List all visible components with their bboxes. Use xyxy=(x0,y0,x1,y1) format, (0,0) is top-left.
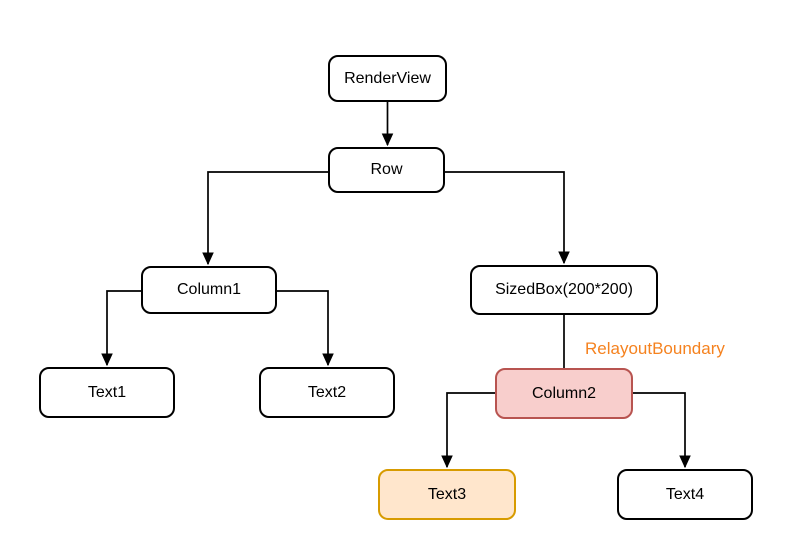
node-column2-label: Column2 xyxy=(531,384,597,402)
node-text1: Text1 xyxy=(39,367,175,418)
node-sizedbox: SizedBox(200*200) xyxy=(470,265,658,315)
node-text3-highlighted: Text3 xyxy=(378,469,516,520)
node-text4: Text4 xyxy=(617,469,753,520)
edge-column1-text2 xyxy=(277,290,328,365)
node-text1-label: Text1 xyxy=(87,383,127,401)
edge-row-column1 xyxy=(208,171,328,264)
node-text2: Text2 xyxy=(259,367,395,418)
node-text2-label: Text2 xyxy=(307,383,347,401)
node-renderview: RenderView xyxy=(328,55,447,102)
node-text3-label: Text3 xyxy=(427,485,467,503)
node-column1-label: Column1 xyxy=(176,281,242,298)
node-renderview-label: RenderView xyxy=(344,69,431,87)
node-row-label: Row xyxy=(370,161,403,178)
edge-row-sizedbox xyxy=(445,171,564,263)
node-row: Row xyxy=(328,147,445,193)
node-sizedbox-label: SizedBox(200*200) xyxy=(495,281,633,298)
edge-column2-text4 xyxy=(633,392,685,467)
node-text4-label: Text4 xyxy=(665,485,705,503)
node-column1: Column1 xyxy=(141,266,277,314)
node-column2-relayout-boundary: Column2 xyxy=(495,368,633,419)
edge-column1-text1 xyxy=(107,290,141,365)
relayout-boundary-annotation: RelayoutBoundary xyxy=(585,339,725,358)
edge-column2-text3 xyxy=(447,392,495,467)
